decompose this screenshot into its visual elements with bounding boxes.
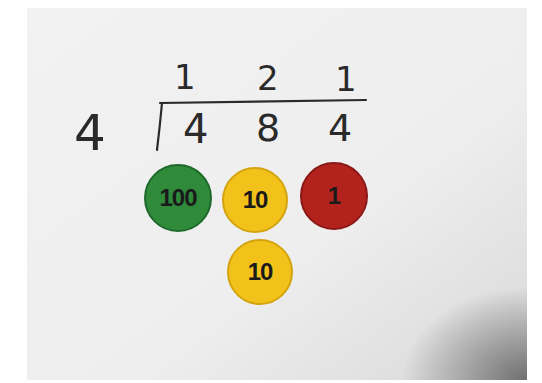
quotient-digit: 1 — [174, 60, 196, 94]
counter-value: 10 — [221, 166, 289, 234]
counter-value: 1 — [299, 161, 369, 231]
corner-shadow — [27, 8, 527, 380]
counter-value: 10 — [226, 238, 294, 306]
counter-value: 100 — [143, 163, 213, 233]
division-bar — [160, 100, 366, 103]
dividend-digit: 4 — [328, 109, 352, 147]
division-bracket — [157, 103, 162, 150]
place-value-counter: 10 — [221, 166, 289, 234]
quotient-digit: 1 — [335, 62, 357, 96]
divisor-digit: 4 — [74, 108, 106, 158]
dividend-digit: 8 — [256, 109, 280, 147]
place-value-counter: 1 — [299, 161, 369, 231]
place-value-counter: 100 — [143, 163, 213, 233]
board-surface — [27, 8, 527, 380]
quotient-digit: 2 — [257, 61, 279, 95]
dividend-digit: 4 — [183, 109, 208, 149]
place-value-counter: 10 — [226, 238, 294, 306]
